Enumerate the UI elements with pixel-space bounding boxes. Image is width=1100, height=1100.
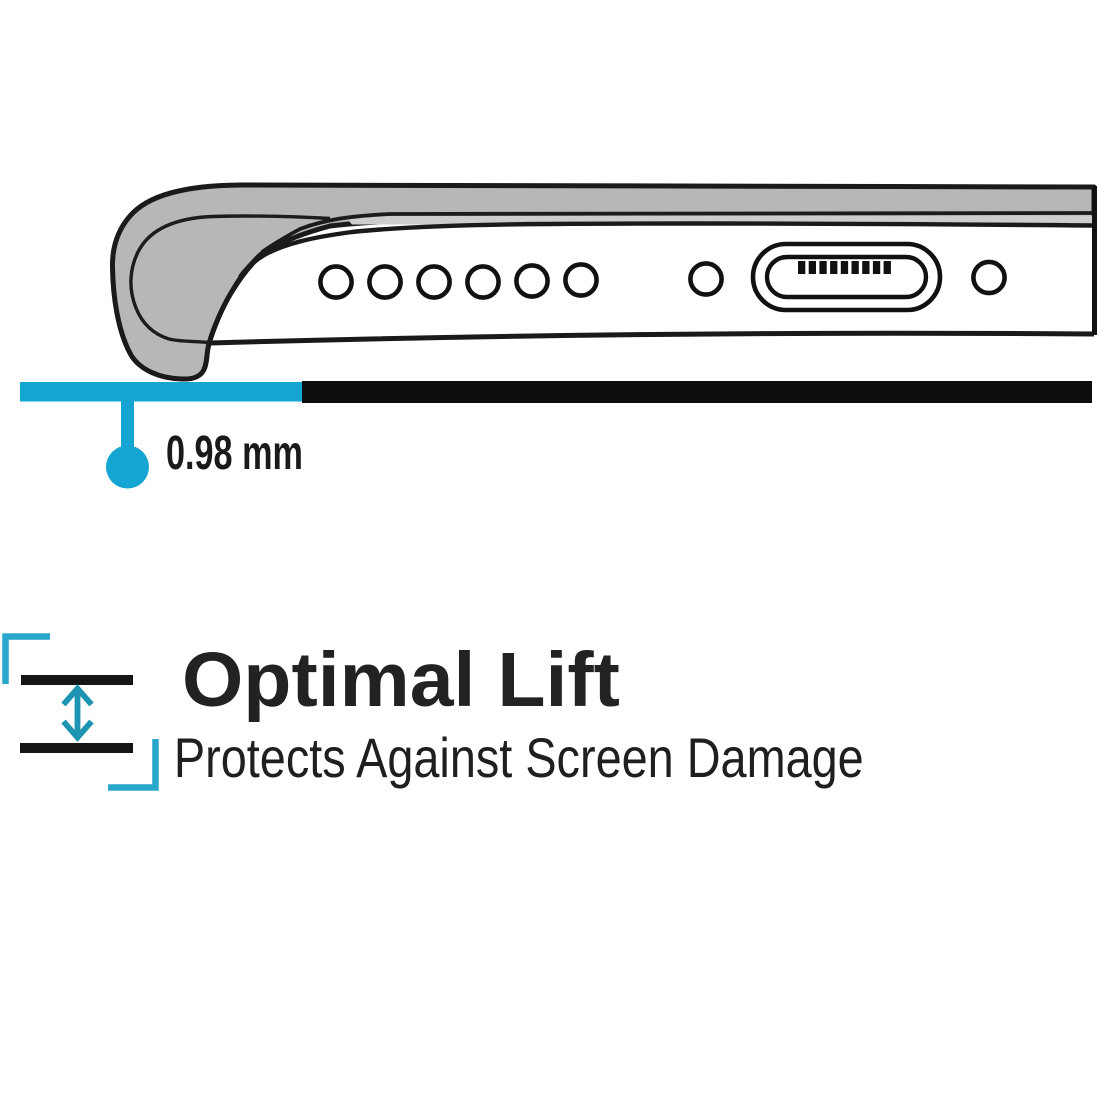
svg-text:Protects Against Screen Damage: Protects Against Screen Damage	[174, 726, 864, 789]
svg-text:0.98 mm: 0.98 mm	[166, 425, 303, 479]
svg-text:Optimal Lift: Optimal Lift	[182, 636, 620, 723]
